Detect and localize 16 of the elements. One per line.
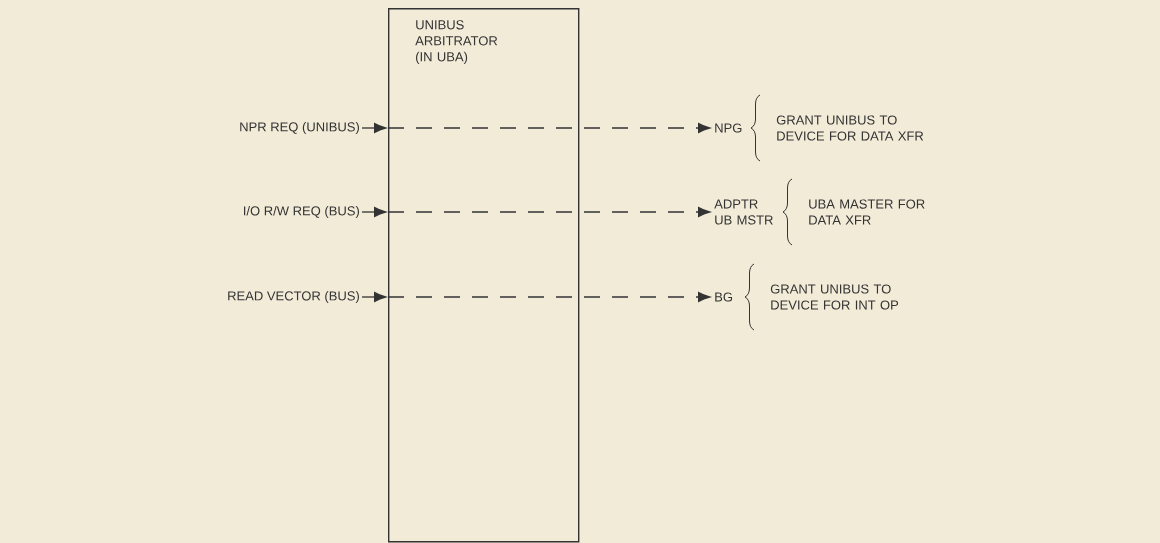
signal-label: NPR REQ (UNIBUS) [240,121,359,135]
arrow [361,292,387,302]
description-text: UBA MASTER FOR DATA XFR [809,199,925,225]
arrow [387,207,711,217]
arrow [387,292,711,302]
arrow [361,123,387,133]
signal-label: I/O R/W REQ (BUS) [244,205,359,219]
arbitrator-box: UNIBUS ARBITRATOR (IN UBA) [388,8,580,543]
description-text: GRANT UNIBUS TO DEVICE FOR INT OP [770,284,899,310]
description-text: GRANT UNIBUS TO DEVICE FOR DATA XFR [776,115,924,141]
signal-label: BG [715,292,732,302]
arrow [361,207,387,217]
signal-label: READ VECTOR (BUS) [228,290,359,304]
signal-label: NPG [715,123,742,133]
arrow [387,123,711,133]
signal-label: ADPTR UB MSTR [714,199,773,225]
